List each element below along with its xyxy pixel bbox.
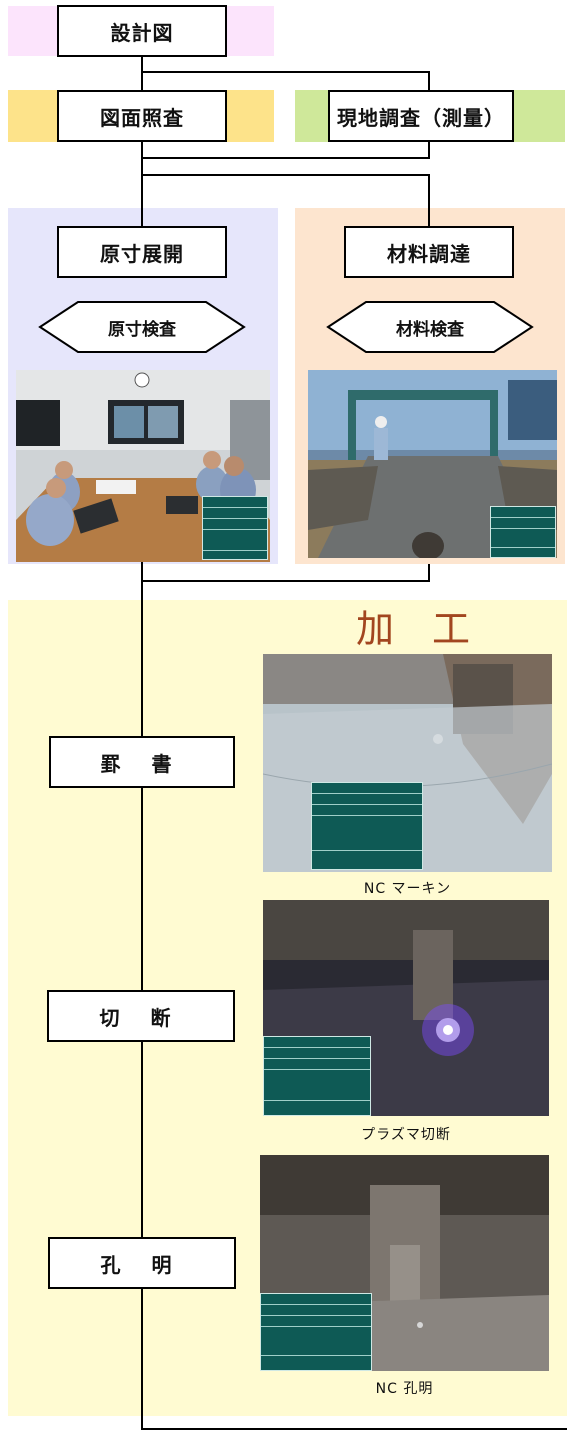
- nc-marking-photo: [263, 654, 552, 872]
- processing-title: 加工: [356, 607, 509, 651]
- photo-info-board: [490, 506, 556, 558]
- drilling-box: 孔 明: [48, 1237, 236, 1289]
- nc-drilling-caption: NC 孔明: [375, 1381, 434, 1397]
- design-drawing-box: 設計図: [57, 5, 227, 57]
- connector: [141, 174, 430, 176]
- fullsize-layout-box: 原寸展開: [57, 226, 227, 278]
- nc-marking-caption: NC マーキン: [363, 881, 452, 897]
- material-procurement-box: 材料調達: [344, 226, 514, 278]
- material-yard-photo: [308, 370, 557, 558]
- nc-drilling-photo: [260, 1155, 549, 1371]
- plasma-cutting-caption: プラズマ切断: [361, 1127, 451, 1143]
- connector: [141, 56, 143, 90]
- connector: [428, 71, 430, 90]
- photo-info-board: [260, 1293, 372, 1371]
- connector: [141, 71, 430, 73]
- material-inspection-label: 材料検査: [396, 319, 464, 340]
- marking-box: 罫 書: [49, 736, 235, 788]
- connector: [141, 1428, 567, 1430]
- plasma-cutting-photo: [263, 900, 549, 1116]
- material-inspection-diamond: 材料検査: [326, 300, 534, 354]
- connector: [428, 564, 430, 582]
- fullsize-inspection-label: 原寸検査: [108, 319, 176, 340]
- connector: [428, 142, 430, 158]
- connector: [141, 157, 430, 159]
- connector: [141, 580, 430, 582]
- fullsize-inspection-diamond: 原寸検査: [38, 300, 246, 354]
- photo-info-board: [311, 782, 423, 870]
- fullsize-meeting-photo: [16, 370, 270, 562]
- connector: [428, 174, 430, 226]
- drawing-check-box: 図面照査: [57, 90, 227, 142]
- site-survey-box: 現地調査（測量）: [328, 90, 514, 142]
- connector: [141, 142, 143, 226]
- photo-info-board: [263, 1036, 371, 1116]
- photo-info-board: [202, 496, 268, 560]
- cutting-box: 切 断: [47, 990, 235, 1042]
